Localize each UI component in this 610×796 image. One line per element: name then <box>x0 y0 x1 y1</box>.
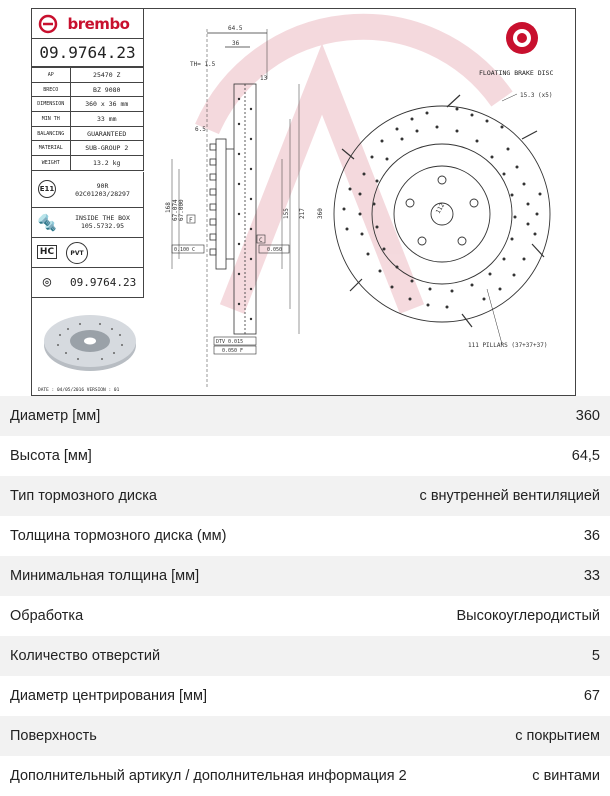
dim-112: 112 <box>435 202 447 215</box>
floating-disc-logo <box>506 22 538 54</box>
approval-number: 90R <box>96 182 109 190</box>
date-line: DATE : 04/05/2016 VERSION : 01 <box>38 388 120 393</box>
spec-key: BALANCING <box>32 125 71 142</box>
spec-key: MATERIAL <box>32 140 71 157</box>
attribute-value: 5 <box>591 648 600 664</box>
datum-f: F <box>189 217 193 224</box>
dim-67-000: 67.000 <box>178 199 185 221</box>
inside-box-block: 🔩 INSIDE THE BOX 105.5732.95 <box>32 208 144 238</box>
inside-box-ref: 105.5732.95 <box>80 222 125 230</box>
spec-value: GUARANTEED <box>69 125 144 142</box>
tol-dtv: DTV 0.015 <box>216 339 243 345</box>
attribute-value: 36 <box>583 528 600 544</box>
attribute-value: с покрытием <box>515 728 600 744</box>
inside-box-label: INSIDE THE BOX <box>75 214 130 222</box>
attribute-value: 360 <box>575 408 600 424</box>
attribute-label: Обработка <box>10 608 84 624</box>
dim-67-074: 67.074 <box>172 199 179 221</box>
attribute-list: Диаметр [мм] 360 Высота [мм] 64,5 Тип торм… <box>0 396 610 796</box>
attribute-label: Минимальная толщина [мм] <box>10 568 200 584</box>
attribute-label: Дополнительный артикул / дополнительная … <box>10 768 407 784</box>
attribute-row: Толщина тормозного диска (мм) 36 <box>0 516 610 556</box>
attribute-value: 33 <box>583 568 600 584</box>
hc-icon: HC <box>36 245 58 259</box>
screw-icon: 🔩 <box>37 213 57 232</box>
spec-value: BZ 9080 <box>69 81 144 98</box>
side-section-view <box>171 29 300 389</box>
attribute-label: Толщина тормозного диска (мм) <box>10 528 227 544</box>
attribute-label: Поверхность <box>10 728 97 744</box>
spec-key: WEIGHT <box>32 155 71 171</box>
attribute-value: с внутренней вентиляцией <box>419 488 600 504</box>
pillars-label: 111 PILLARS (37+37+37) <box>468 342 547 349</box>
attribute-row: Тип тормозного диска с внутренней вентиля… <box>0 476 610 516</box>
attribute-label: Диаметр центрирования [мм] <box>10 688 208 704</box>
pvt-icon: PVT <box>66 242 88 264</box>
datum-c: C <box>259 237 263 244</box>
brembo-watermark <box>195 13 513 314</box>
dim-168: 168 <box>165 202 172 213</box>
attribute-row: Количество отверстий 5 <box>0 636 610 676</box>
technical-drawing: 64.5 36 TH= 1.5 13 6.5 168 67.074 67.000… <box>31 8 576 396</box>
attribute-row: Минимальная толщина [мм] 33 <box>0 556 610 596</box>
approval-ref: 02C01203/28297 <box>75 190 130 198</box>
holes-label: 15.3 (x5) <box>520 92 553 99</box>
hc-pvt-block: HC PVT <box>32 238 144 268</box>
dim-6-5: 6.5 <box>195 126 206 133</box>
dim-offset: 36 <box>232 40 240 47</box>
attribute-label: Тип тормозного диска <box>10 488 157 504</box>
attribute-value: с винтами <box>532 768 600 784</box>
spec-key: MIN TH <box>32 111 71 127</box>
disc-thumb-icon: ◎ <box>42 274 52 290</box>
front-view-disc <box>333 93 551 345</box>
attribute-row: Обработка Высокоуглеродистый <box>0 596 610 636</box>
attribute-row: Диаметр центрирования [мм] 67 <box>0 676 610 716</box>
brand-logo: brembo <box>32 9 144 39</box>
attribute-value: 67 <box>583 688 600 704</box>
attribute-label: Диаметр [мм] <box>10 408 101 424</box>
spec-key: DIMENSION <box>32 96 71 113</box>
attribute-row: Диаметр [мм] 360 <box>0 396 610 436</box>
dim-total-height: 64.5 <box>228 25 243 32</box>
dim-th: TH= 1.5 <box>190 61 216 68</box>
tol-0-050-f: 0.050 F <box>222 348 243 354</box>
part-number-repeat: 09.9764.23 <box>70 276 137 289</box>
disc-photo <box>44 315 136 371</box>
part-number: 09.9764.23 <box>32 39 144 67</box>
spec-key: BRECO <box>32 81 71 98</box>
spec-value: SUB-GROUP 2 <box>69 140 144 157</box>
part-repeat-block: ◎ 09.9764.23 <box>32 268 144 298</box>
floating-label: FLOATING BRAKE DISC <box>479 69 554 77</box>
approval-mark-icon: E11 <box>38 180 56 198</box>
spec-value: 360 x 36 mm <box>69 96 144 113</box>
dim-155: 155 <box>283 208 290 219</box>
spec-value: 33 mm <box>69 111 144 127</box>
attribute-label: Высота [мм] <box>10 448 92 464</box>
attribute-value: 64,5 <box>571 448 600 464</box>
spec-value: 25470 Z <box>69 67 144 83</box>
attribute-row: Высота [мм] 64,5 <box>0 436 610 476</box>
attribute-row: Дополнительный артикул / дополнительная … <box>0 756 610 796</box>
dim-217: 217 <box>299 208 306 219</box>
attribute-label: Количество отверстий <box>10 648 161 664</box>
dim-13: 13 <box>260 75 268 82</box>
spec-key: AP <box>32 67 71 83</box>
approval-block: E11 90R 02C01203/28297 <box>32 172 144 208</box>
dim-360: 360 <box>317 208 324 219</box>
tol-0-050: 0.050 <box>267 247 282 253</box>
attribute-value: Высокоуглеродистый <box>456 608 600 624</box>
tol-0-100: 0.100 C <box>174 247 195 253</box>
brand-name: brembo <box>67 14 130 33</box>
spec-value: 13.2 kg <box>69 155 144 171</box>
attribute-row: Поверхность с покрытием <box>0 716 610 756</box>
